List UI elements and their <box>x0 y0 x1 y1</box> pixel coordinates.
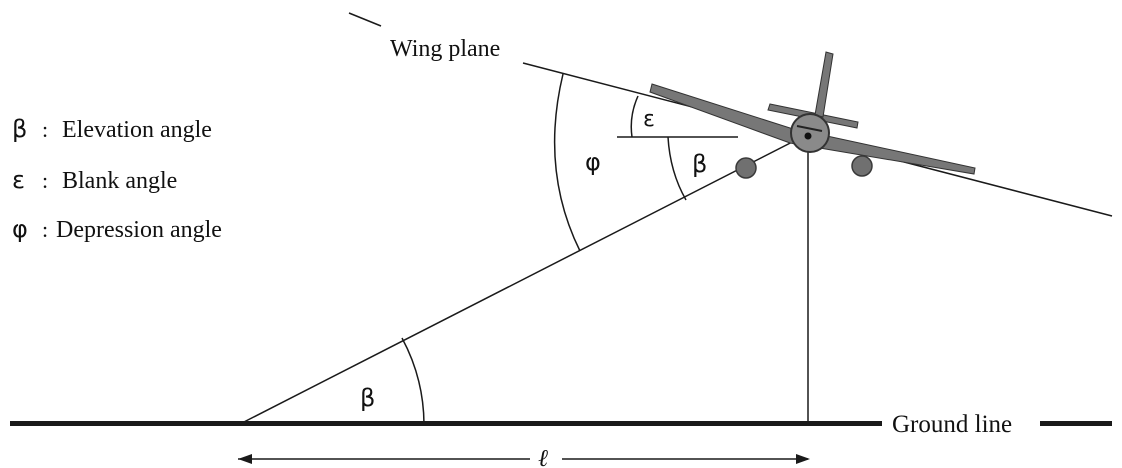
legend-symbol-beta: β <box>12 115 27 143</box>
legend-separator: : <box>42 168 48 193</box>
ground-line-end-segment <box>1040 421 1112 426</box>
distance-arrow: ℓ <box>238 446 810 468</box>
arrow-head-left-icon <box>238 454 252 464</box>
phi-label: φ <box>585 148 601 176</box>
legend-text-blank-angle: Blank angle <box>62 168 177 194</box>
arrow-head-right-icon <box>796 454 810 464</box>
wing-plane-line-upper <box>348 12 382 27</box>
epsilon-arc <box>630 95 639 138</box>
ground-line-label: Ground line <box>892 411 1012 438</box>
right-engine-icon <box>851 155 873 177</box>
legend-separator: : <box>42 117 48 142</box>
beta-lower-label: β <box>360 384 375 412</box>
beta-upper-arc <box>667 136 687 201</box>
legend-text-depression-angle: Depression angle <box>56 217 222 243</box>
legend-symbol-phi: φ <box>12 215 28 243</box>
aircraft-icon <box>649 51 976 179</box>
epsilon-label: ε <box>643 107 655 132</box>
distance-symbol: ℓ <box>538 446 548 468</box>
ground-line <box>10 421 882 426</box>
legend-text-elevation-angle: Elevation angle <box>62 117 212 143</box>
beta-lower-arc <box>401 337 425 425</box>
legend: β : Elevation angle ε : Blank angle φ : … <box>12 115 222 243</box>
fuselage-icon <box>790 113 830 153</box>
legend-separator: : <box>42 217 48 242</box>
phi-arc <box>553 73 581 252</box>
line-of-sight <box>239 134 807 425</box>
beta-upper-label: β <box>692 150 707 178</box>
legend-symbol-epsilon: ε <box>12 166 25 194</box>
wing-plane-label: Wing plane <box>390 36 500 62</box>
left-engine-icon <box>735 157 757 179</box>
